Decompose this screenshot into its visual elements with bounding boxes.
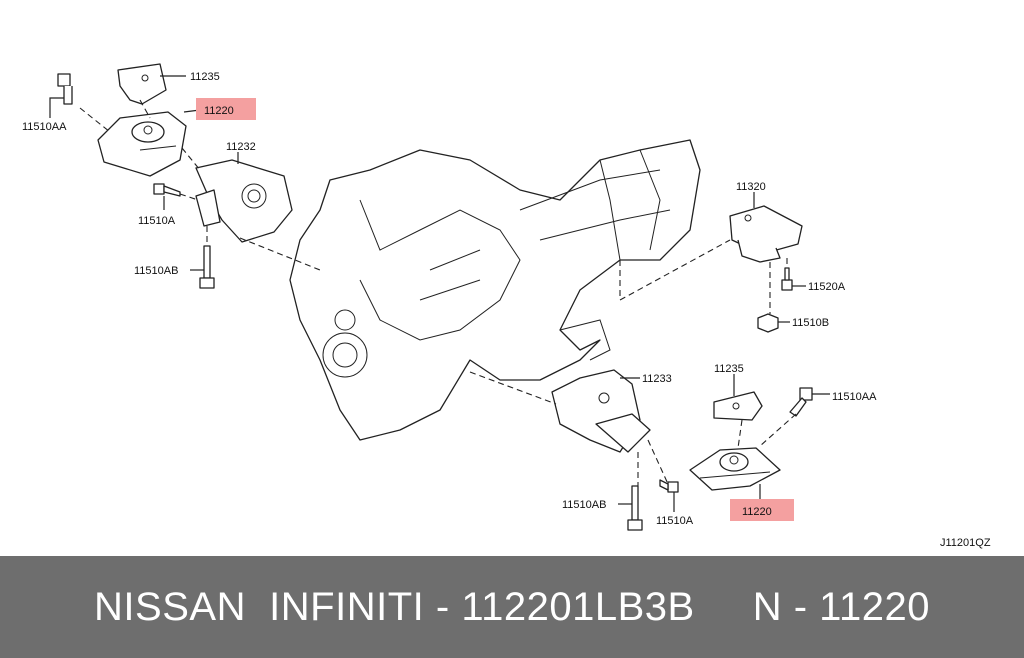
left-bolt-11510ab	[199, 245, 215, 289]
rear-bolt-11520a	[781, 267, 793, 291]
rear-mount-11320	[729, 205, 803, 263]
top-plate-11235	[117, 63, 167, 105]
parts-diagram: 11235 11220 11510AA 11232 11510A 11510AB…	[22, 63, 991, 549]
rear-bolt-11510b	[757, 313, 779, 333]
bottom-mount-11220	[689, 447, 781, 491]
label-rear-bolt-b: 11510B	[792, 317, 829, 329]
label-bottom-mount: 11220	[742, 506, 772, 518]
bottom-bolt-11510a	[659, 479, 679, 493]
label-left-bolt-ab: 11510AB	[134, 265, 178, 277]
diagram-code: J11201QZ	[940, 537, 991, 549]
footer-banner: NISSAN INFINITI - 112201LB3B N - 11220	[0, 556, 1024, 658]
right-bracket-11233	[551, 369, 651, 453]
label-bottom-bolt-aa: 11510AA	[832, 391, 877, 403]
top-mount-11220	[97, 111, 187, 177]
label-rear-mount: 11320	[736, 181, 766, 193]
label-top-bolt-upper: 11510AA	[22, 121, 67, 133]
bottom-plate-11235	[713, 391, 763, 421]
label-left-bolt-a: 11510A	[138, 215, 176, 227]
leader-lines	[49, 75, 830, 512]
label-top-mount: 11220	[204, 105, 234, 117]
label-bottom-bolt-a: 11510A	[656, 515, 694, 527]
top-bolt-11510aa	[57, 73, 73, 105]
left-bracket-11232	[195, 159, 293, 243]
bottom-bolt-11510aa	[789, 387, 813, 417]
engine-assembly	[289, 139, 701, 441]
bottom-bolt-11510ab	[627, 485, 643, 531]
bottom-mount-highlight	[730, 499, 794, 521]
label-top-plate: 11235	[190, 71, 220, 83]
label-bottom-plate: 11235	[714, 363, 744, 375]
part-number-caption: NISSAN INFINITI - 112201LB3B N - 11220	[94, 584, 930, 629]
label-bottom-bolt-ab: 11510AB	[562, 499, 606, 511]
label-rear-bolt-a: 11520A	[808, 281, 846, 293]
top-mount-highlight	[196, 98, 256, 120]
label-right-bracket: 11233	[642, 373, 672, 385]
label-left-bracket: 11232	[226, 141, 256, 153]
left-bolt-11510a	[153, 183, 181, 197]
assembly-lines	[79, 99, 797, 486]
